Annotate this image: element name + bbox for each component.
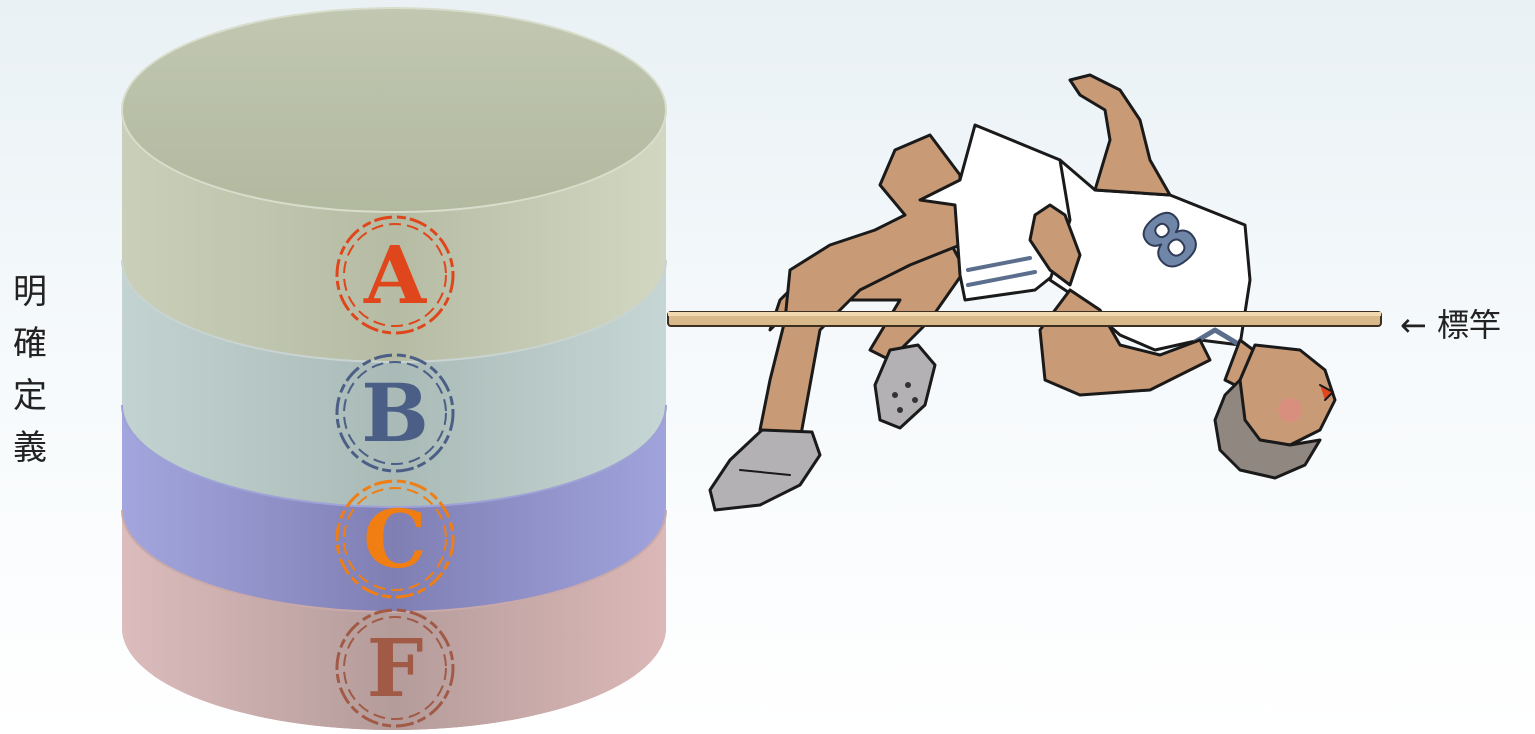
cylinder-top bbox=[122, 8, 666, 212]
grade-letter-a: A bbox=[363, 228, 427, 322]
high-jumper-illustration: 8 bbox=[710, 75, 1335, 510]
benchmark-bar bbox=[668, 312, 1381, 326]
jumper-front-shoe bbox=[710, 430, 820, 510]
benchmark-bar-label: ← 標竿 bbox=[1400, 300, 1501, 346]
jumper-raised-arm bbox=[1070, 75, 1170, 195]
grade-letter-b: B bbox=[361, 366, 429, 460]
grade-letter-f: F bbox=[367, 621, 424, 715]
grade-letter-c: C bbox=[363, 492, 427, 586]
